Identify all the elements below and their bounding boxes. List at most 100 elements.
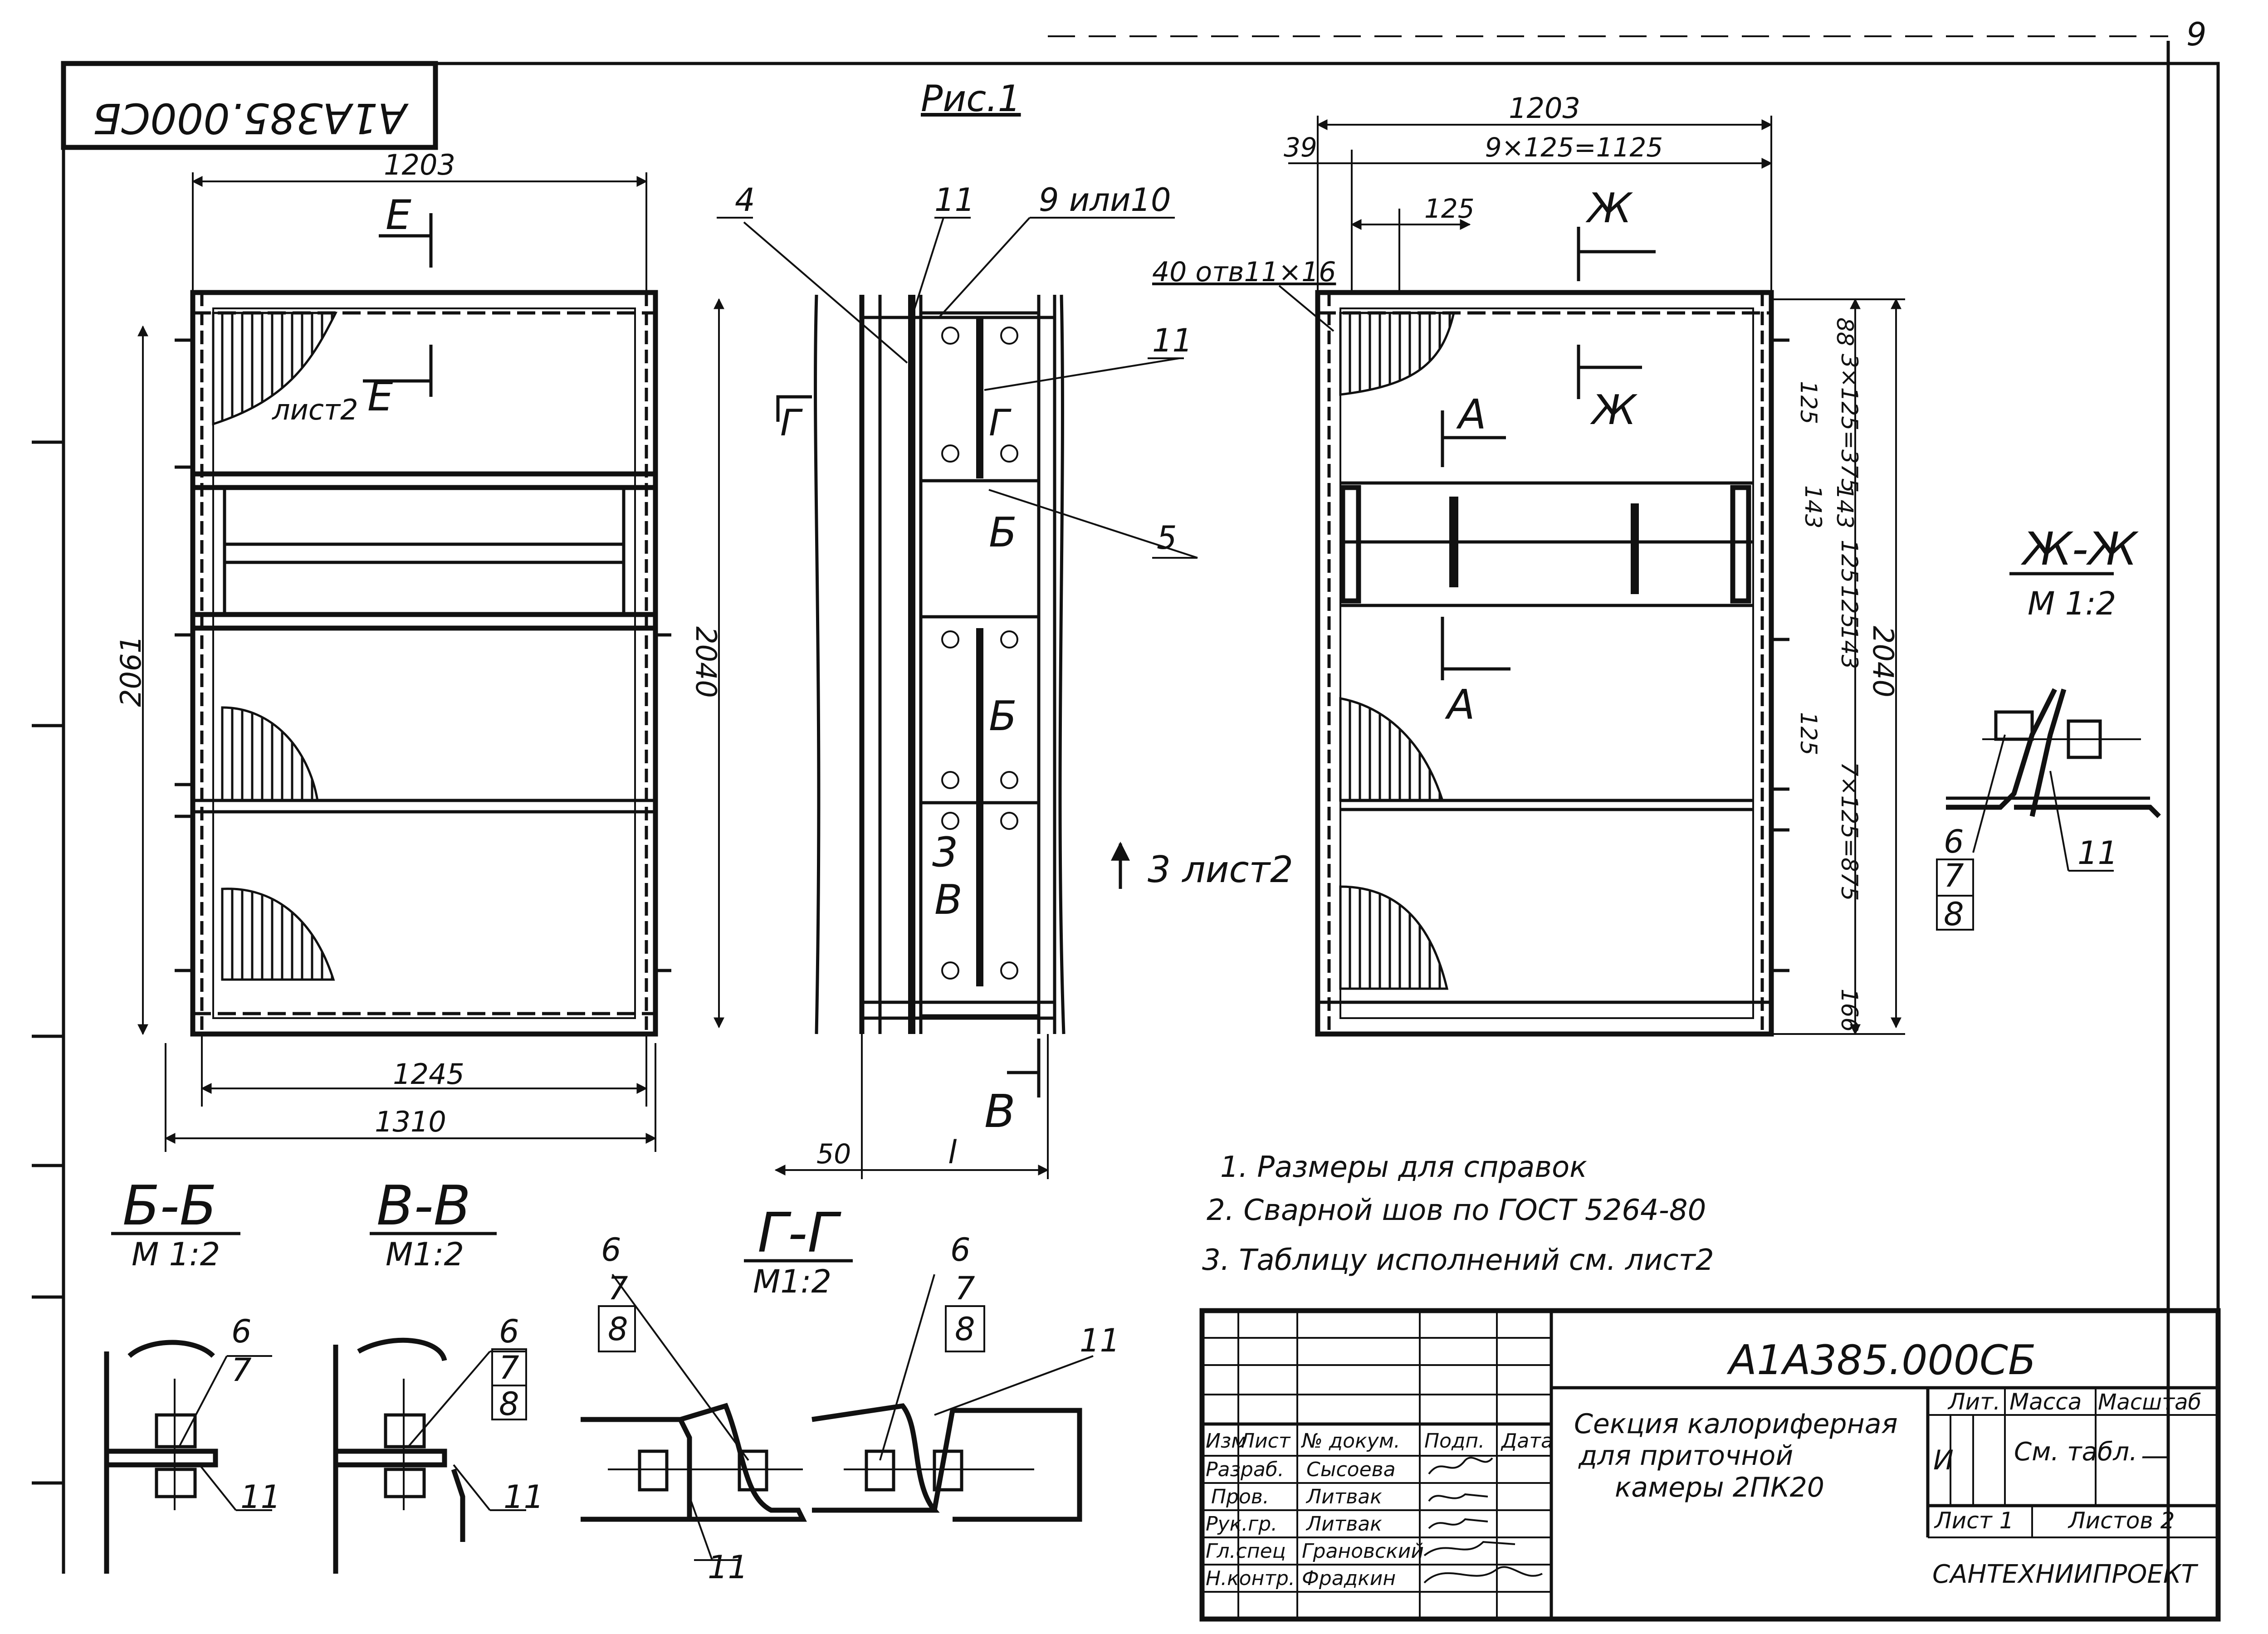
- section-g-callout-11-bottom: 11: [708, 1549, 748, 1586]
- middle-section-v-bottom: В: [984, 1085, 1016, 1138]
- section-g-callout-7-right: 7: [955, 1270, 975, 1307]
- right-section-a-top: А: [1456, 391, 1486, 439]
- tb-header-date: Дата: [1501, 1429, 1553, 1453]
- middle-callout-9-10: 9 или10: [1039, 181, 1171, 219]
- tb-mass-label: Масса: [2009, 1389, 2082, 1415]
- sheet-number: 9: [2186, 16, 2207, 53]
- tb-scale-value: —: [2141, 1440, 2168, 1472]
- section-b-callout-7: 7: [231, 1351, 252, 1389]
- right-dim-125b: 125: [1836, 540, 1862, 583]
- middle-callout-11-right: 11: [1152, 322, 1193, 359]
- tb-sheets-label: Листов 2: [2068, 1507, 2175, 1534]
- middle-section-g-left: Г: [780, 402, 803, 444]
- tb-organization: САНТЕХНИИПРОЕКТ: [1932, 1560, 2198, 1589]
- left-dim-bottom-inner: 1245: [393, 1058, 464, 1091]
- middle-section-v-inner: В: [934, 876, 963, 924]
- right-dim-3x125: 3×125=375: [1836, 354, 1862, 493]
- tb-name-prov: Литвак: [1305, 1485, 1382, 1508]
- right-dim-125d: 125: [1795, 712, 1822, 755]
- right-dim-125a: 125: [1795, 381, 1822, 424]
- title-block: Изм Лист № докум. Подп. Дата Разраб. Сыс…: [1199, 1308, 2221, 1622]
- right-dim-143b: 143: [1800, 485, 1826, 528]
- left-section-e-bottom: Е: [367, 373, 393, 420]
- left-dim-height-left: 2061: [114, 635, 147, 707]
- section-zh-zh: Ж-Ж М 1:2 6 7 8 11: [1936, 522, 2161, 933]
- left-view: 1203 2061 2040 1245 1310 Е Е лист2: [114, 148, 724, 1152]
- right-section-a-bottom: А: [1445, 681, 1475, 729]
- middle-bolts: [941, 327, 1018, 980]
- section-v-callout-6: 6: [499, 1313, 519, 1350]
- middle-view: 4 11 9 или10 11 5 Г Г Б Б 3 В В 3 лист2 …: [717, 181, 1293, 1179]
- sheet-frame: 9 A1A385.000СБ: [32, 16, 2220, 1619]
- section-b-b: Б-Б М 1:2 6 7 11: [104, 1175, 281, 1574]
- tb-title-line-1: Секция калориферная: [1574, 1408, 1898, 1440]
- middle-callout-5: 5: [1157, 519, 1177, 556]
- tb-document-code: A1A385.000СБ: [1726, 1336, 2036, 1384]
- left-dim-height-right: 2040: [689, 626, 723, 698]
- section-b-callout-6: 6: [231, 1313, 252, 1350]
- right-dim-step: 125: [1424, 193, 1475, 224]
- tb-lit-value: И: [1933, 1444, 1954, 1476]
- right-dim-143c: 143: [1836, 626, 1862, 669]
- section-zh-callout-11: 11: [2077, 834, 2118, 872]
- section-g-callout-6-left: 6: [601, 1231, 621, 1268]
- section-g-scale: М1:2: [753, 1263, 831, 1300]
- tb-header-izm: Изм: [1206, 1429, 1246, 1453]
- tb-name-nkontr: Фрадкин: [1302, 1567, 1396, 1590]
- section-v-title: В-В: [376, 1175, 471, 1238]
- section-g-title: Г-Г: [758, 1202, 841, 1265]
- tb-role-prov: Пров.: [1211, 1485, 1269, 1508]
- right-dim-166: 166: [1836, 989, 1862, 1032]
- middle-callout-11-top: 11: [934, 181, 975, 219]
- middle-side-label: 3 лист2: [1148, 849, 1293, 891]
- section-v-callout-7: 7: [499, 1349, 519, 1386]
- section-zh-title: Ж-Ж: [2020, 522, 2139, 576]
- middle-section-b-bottom: Б: [989, 693, 1017, 740]
- right-dim-pitch: 9×125=1125: [1485, 132, 1663, 163]
- tb-header-list: Лист: [1239, 1429, 1291, 1453]
- tb-header-sign: Подп.: [1424, 1429, 1485, 1453]
- figure-title: Рис.1: [921, 78, 1021, 120]
- section-v-v: В-В М1:2 6 7 8 11: [333, 1175, 544, 1574]
- note-3: 3. Таблицу исполнений см. лист2: [1202, 1244, 1714, 1277]
- tb-mass-value: См. табл.: [2014, 1437, 2137, 1467]
- right-section-zh-bottom: Ж: [1590, 386, 1638, 434]
- section-g-callout-11-right: 11: [1080, 1322, 1120, 1359]
- tb-role-razrab: Разраб.: [1206, 1458, 1284, 1481]
- right-holes-label: 40 отв11×16: [1152, 256, 1336, 288]
- section-v-callout-11: 11: [503, 1478, 544, 1516]
- tb-title-line-2: для приточной: [1578, 1440, 1793, 1472]
- left-section-e-top: Е: [386, 191, 411, 239]
- tb-role-rukgr: Рук.гр.: [1206, 1512, 1277, 1536]
- tb-sheet-label: Лист 1: [1934, 1507, 2014, 1534]
- tb-scale-label: Масштаб: [2098, 1390, 2201, 1415]
- section-zh-scale: М 1:2: [2028, 585, 2116, 622]
- section-g-callout-6-right: 6: [950, 1231, 971, 1268]
- middle-dim-50: 50: [816, 1138, 851, 1170]
- section-g-callout-7-left: 7: [608, 1270, 628, 1307]
- middle-callout-4: 4: [735, 181, 755, 219]
- right-dim-top: 1203: [1509, 92, 1580, 125]
- note-1: 1. Размеры для справок: [1220, 1151, 1587, 1184]
- right-dim-7x125: 7×125=875: [1836, 762, 1862, 901]
- middle-section-3: 3: [932, 829, 958, 876]
- section-zh-callout-7: 7: [1944, 857, 1964, 894]
- section-v-scale: М1:2: [386, 1236, 464, 1273]
- section-g-callout-8-right: 8: [955, 1311, 975, 1348]
- right-dim-total: 2040: [1867, 626, 1900, 697]
- right-dim-offset: 39: [1284, 132, 1317, 163]
- right-dim-143a: 143: [1832, 485, 1858, 528]
- middle-section-b-top: Б: [989, 509, 1017, 556]
- middle-section-g-right: Г: [989, 402, 1012, 444]
- middle-dim-l: l: [948, 1134, 957, 1171]
- section-v-callout-8: 8: [499, 1385, 519, 1423]
- notes: 1. Размеры для справок 2. Сварной шов по…: [1202, 1151, 1714, 1277]
- section-b-scale: М 1:2: [132, 1236, 220, 1273]
- tb-name-glspec: Грановский: [1302, 1540, 1424, 1563]
- tb-header-doc: № докум.: [1300, 1429, 1400, 1453]
- tb-role-nkontr: Н.контр.: [1206, 1567, 1295, 1590]
- section-zh-callout-8: 8: [1944, 896, 1964, 933]
- right-dim-125c: 125: [1836, 585, 1862, 628]
- section-b-title: Б-Б: [122, 1175, 217, 1238]
